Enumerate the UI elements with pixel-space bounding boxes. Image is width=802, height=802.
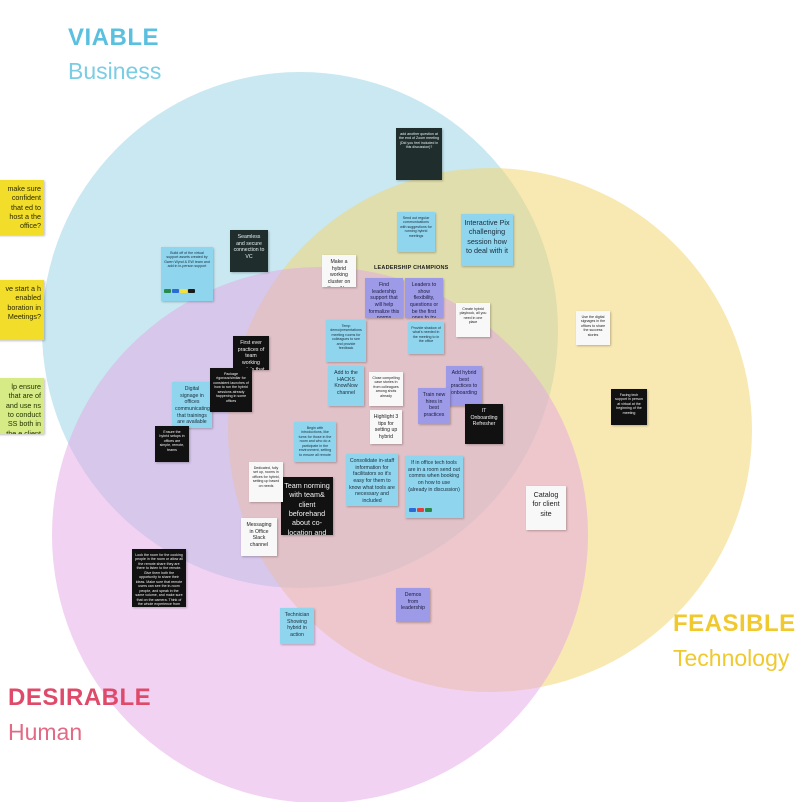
sticky-note[interactable]: Demos from leadership <box>396 588 430 622</box>
tag-row <box>409 508 432 799</box>
sticky-note[interactable]: If in office tech tools are in a room se… <box>405 456 463 518</box>
sticky-note[interactable]: lp ensure that are of and use ns to cond… <box>0 378 44 434</box>
sticky-note[interactable]: Ensure the hybrid setups in offices are … <box>155 426 189 462</box>
sticky-note[interactable]: Use the digital signages in the offices … <box>576 311 610 345</box>
sticky-note[interactable]: Technician Showing hybrid in action <box>280 608 314 644</box>
sticky-note[interactable]: Train new hires in best practices <box>418 388 450 424</box>
desirable-title: DESIRABLE <box>8 684 152 711</box>
sticky-note[interactable]: Digital signage in offices communicating… <box>172 382 212 428</box>
feasible-subtitle: Technology <box>673 645 790 671</box>
sticky-note[interactable]: Create hybrid playbook, all you need in … <box>456 303 490 337</box>
desirable-subtitle: Human <box>8 719 83 745</box>
tag-row <box>164 289 195 799</box>
sticky-note[interactable]: Highlight 3 tips for setting up hybrid <box>370 410 402 444</box>
sticky-note[interactable]: Dedicated, fully set up, rooms in office… <box>249 462 283 502</box>
feasible-title: FEASIBLE <box>673 610 796 637</box>
sticky-note[interactable]: Send out regular communications with sug… <box>397 212 435 252</box>
sticky-note[interactable]: Leaders to show flexibility, questions o… <box>405 278 443 318</box>
sticky-note[interactable]: Interactive Pix challenging session how … <box>461 214 513 266</box>
sticky-note[interactable]: Consolidate in-staff information for fac… <box>346 454 398 506</box>
sticky-note[interactable]: Facing tech support in person at virtual… <box>611 389 647 425</box>
sticky-note[interactable]: Close compelling case stories in from co… <box>369 372 403 406</box>
sticky-note[interactable]: First ever practices of team working mod… <box>233 336 269 370</box>
sticky-note[interactable]: Make a hybrid working cluster on KnowNow <box>322 255 356 287</box>
sticky-note[interactable]: Find leadership support that will help f… <box>365 278 403 318</box>
sticky-note[interactable]: Package rigorous/similar for consistent … <box>210 368 252 412</box>
sticky-note[interactable]: make sure confident that ed to host a th… <box>0 180 44 235</box>
sticky-note[interactable]: Begin with introductions, like turns for… <box>294 422 336 462</box>
sticky-note[interactable]: Team norming with team& client beforehan… <box>281 477 333 535</box>
sticky-note[interactable]: ve start a h enabled boration in Meeting… <box>0 280 44 340</box>
sticky-note[interactable]: Seamless and secure connection to VC <box>230 230 268 272</box>
sticky-note[interactable]: Add to the HACKS KnowNow channel <box>328 366 364 406</box>
sticky-note[interactable]: Add hybrid best practices to onboarding <box>446 366 482 406</box>
sticky-note[interactable]: Messaging in Office Slack channel <box>241 518 277 556</box>
leadership-champions-label: LEADERSHIP CHAMPIONS <box>374 265 449 271</box>
sticky-note[interactable]: add another question at the end of Zoom … <box>396 128 442 180</box>
sticky-note[interactable]: Look the room for the cooking people in … <box>132 549 186 607</box>
viable-title: VIABLE <box>68 24 160 51</box>
sticky-note[interactable]: IT Onboarding Refresher <box>465 404 503 444</box>
sticky-note[interactable]: Temp demo/presentations meeting rooms fo… <box>326 320 366 362</box>
sticky-note[interactable]: Catalog for client site <box>526 486 566 530</box>
sticky-note[interactable]: Provide shadow of what's needed in the m… <box>408 322 444 354</box>
viable-subtitle: Business <box>68 58 162 84</box>
